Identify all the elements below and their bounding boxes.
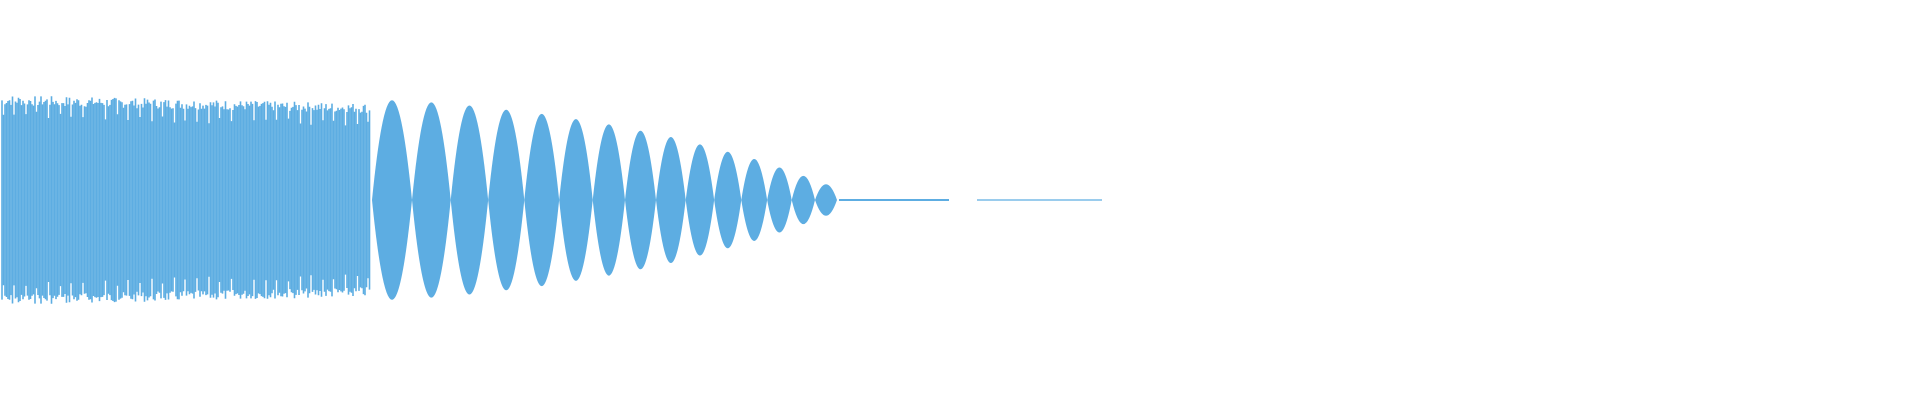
waveform-pulse <box>714 151 742 249</box>
waveform-pulse <box>559 119 593 281</box>
waveform-pulses <box>372 100 837 300</box>
waveform-pulse <box>450 105 489 295</box>
waveform-pulse <box>625 130 656 270</box>
waveform-pulse <box>767 167 792 233</box>
waveform-pulse <box>488 109 525 291</box>
waveform-pulse <box>524 113 560 287</box>
waveform-pulse <box>815 184 837 216</box>
waveform-pulse <box>685 144 715 256</box>
waveform-pulse <box>592 124 625 276</box>
waveform-pulse <box>372 100 412 300</box>
waveform-pulse <box>741 159 768 241</box>
waveform-pulse <box>656 137 686 263</box>
waveform-pulse <box>791 175 815 225</box>
waveform-dense-region <box>1 96 371 304</box>
waveform-pulse <box>412 102 451 298</box>
